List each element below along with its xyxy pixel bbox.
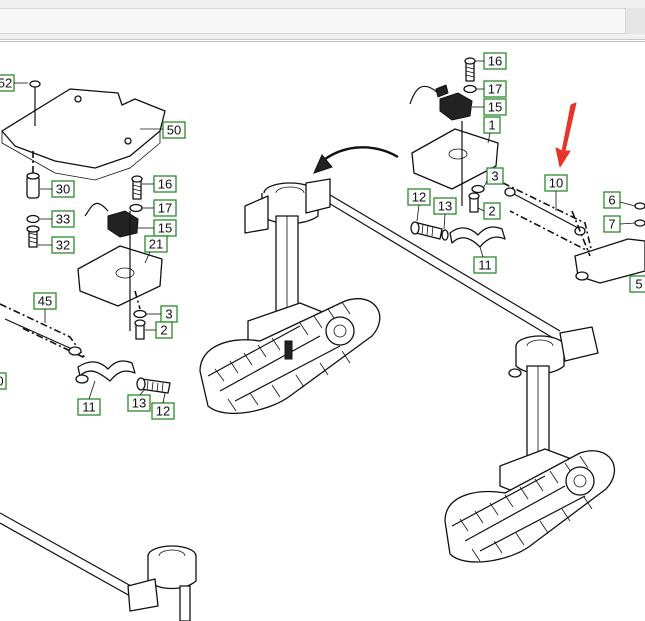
plate-21 <box>77 245 163 307</box>
svg-text:2: 2 <box>488 204 495 219</box>
callout-11-left: 11 <box>77 380 101 416</box>
svg-text:11: 11 <box>82 400 96 415</box>
svg-text:13: 13 <box>132 396 146 411</box>
callout-10: 10 <box>544 174 568 211</box>
svg-text:5: 5 <box>635 277 642 292</box>
callout-30: 30 <box>40 180 75 198</box>
svg-text:15: 15 <box>158 221 172 236</box>
callout-21: 21 <box>144 235 168 264</box>
svg-text:10: 10 <box>549 176 563 191</box>
tracked-unit-left <box>199 178 561 414</box>
parts-diagram-canvas: 52 50 30 33 32 16 17 <box>0 41 645 621</box>
tracked-unit-right <box>444 326 616 563</box>
svg-text:17: 17 <box>158 201 172 216</box>
svg-text:11: 11 <box>478 258 492 273</box>
callout-32: 32 <box>38 236 75 254</box>
callout-17-right: 17 <box>476 80 507 98</box>
annotation-arrow <box>555 102 577 168</box>
callout-7: 7 <box>603 215 636 233</box>
svg-text:21: 21 <box>149 237 163 252</box>
svg-text:50: 50 <box>167 123 181 138</box>
callout-1: 1 <box>483 116 501 144</box>
callout-52: 52 <box>0 74 28 92</box>
svg-text:6: 6 <box>608 193 615 208</box>
svg-text:33: 33 <box>56 212 70 227</box>
callout-13-right: 13 <box>433 197 457 230</box>
svg-text:15: 15 <box>488 100 502 115</box>
svg-text:2: 2 <box>160 323 167 338</box>
svg-text:16: 16 <box>488 54 502 69</box>
callout-12-left: 12 <box>151 392 175 420</box>
toolbar-edge <box>626 8 645 34</box>
callout-50: 50 <box>140 121 186 139</box>
svg-text:17: 17 <box>488 82 502 97</box>
svg-text:1: 1 <box>488 118 495 133</box>
tracked-unit-partial <box>0 512 197 621</box>
callout-16-right: 16 <box>475 52 507 70</box>
callout-3-right: 3 <box>483 167 504 188</box>
callout-12-right: 12 <box>407 188 431 222</box>
callout-16-left: 16 <box>142 175 177 193</box>
svg-text:13: 13 <box>438 199 452 214</box>
callout-45: 45 <box>33 292 57 323</box>
callout-15-left: 15 <box>138 219 177 237</box>
svg-text:3: 3 <box>165 307 172 322</box>
callout-11-right: 11 <box>473 246 497 274</box>
callout-15-right: 15 <box>472 98 507 116</box>
svg-text:0: 0 <box>0 374 4 389</box>
svg-text:45: 45 <box>38 294 52 309</box>
callout-3-left: 3 <box>146 305 178 323</box>
callout-2-left: 2 <box>145 321 173 339</box>
callout-0-edge: 0 <box>0 372 7 390</box>
exploded-parts-diagram: 52 50 30 33 32 16 17 <box>0 52 645 621</box>
svg-text:16: 16 <box>158 177 172 192</box>
svg-text:52: 52 <box>0 76 12 91</box>
callout-6: 6 <box>603 191 636 209</box>
callout-2-right: 2 <box>477 202 501 220</box>
callout-13-left: 13 <box>127 388 151 412</box>
callout-5: 5 <box>629 275 645 293</box>
svg-text:7: 7 <box>608 217 615 232</box>
address-bar[interactable] <box>0 8 626 34</box>
svg-text:12: 12 <box>412 190 426 205</box>
plate-50 <box>1 88 166 169</box>
svg-text:30: 30 <box>56 182 70 197</box>
svg-text:3: 3 <box>491 169 498 184</box>
window-toolbar <box>0 0 645 40</box>
svg-text:12: 12 <box>156 404 170 419</box>
callout-17-left: 17 <box>142 199 177 217</box>
callout-33: 33 <box>40 210 75 228</box>
svg-text:32: 32 <box>56 238 70 253</box>
